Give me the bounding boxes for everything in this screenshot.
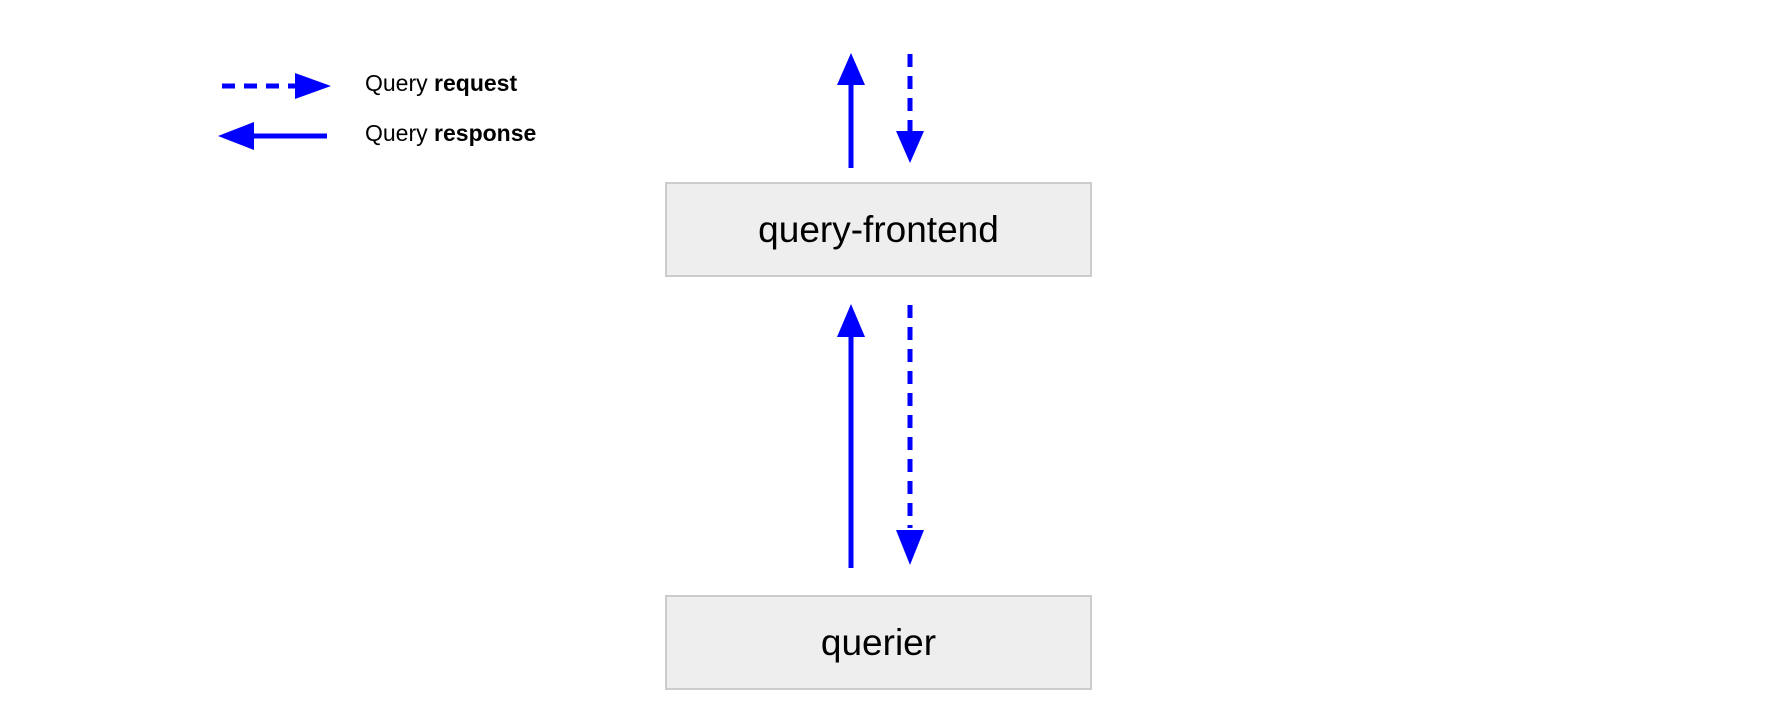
legend-label-prefix: Query — [365, 120, 435, 146]
dashed-arrow-down-icon — [896, 54, 924, 163]
legend-item-query-request: Query request — [200, 58, 620, 108]
node-query-frontend-label: query-frontend — [758, 208, 999, 250]
flow-client-to-query-frontend — [820, 50, 950, 170]
legend-item-query-response: Query response — [200, 108, 620, 158]
legend-label-query-request: Query request — [365, 58, 517, 108]
solid-arrow-up-icon — [837, 53, 865, 168]
flow-query-frontend-to-querier — [820, 300, 950, 570]
node-querier[interactable]: querier — [665, 595, 1092, 690]
solid-arrow-up-icon — [837, 304, 865, 568]
dashed-arrow-right-icon — [200, 58, 335, 108]
legend-label-emphasis: request — [434, 70, 518, 96]
node-query-frontend[interactable]: query-frontend — [665, 182, 1092, 277]
legend-label-prefix: Query — [365, 70, 435, 96]
node-querier-label: querier — [820, 621, 937, 663]
legend: Query request Query response — [200, 58, 620, 158]
dashed-arrow-down-icon — [896, 305, 924, 565]
legend-label-query-response: Query response — [365, 108, 536, 158]
solid-arrow-left-icon — [200, 108, 335, 158]
legend-label-emphasis: response — [434, 120, 537, 146]
